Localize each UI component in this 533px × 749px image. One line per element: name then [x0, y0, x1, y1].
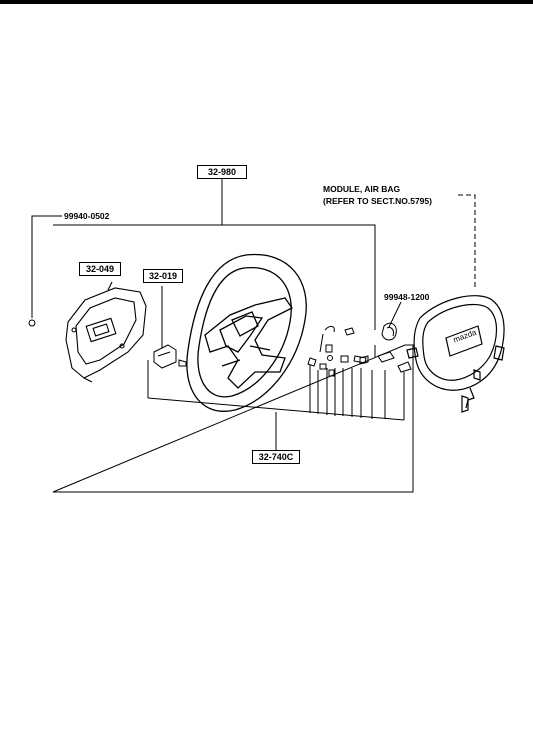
part-number-99940-0502: 99940-0502 — [64, 211, 110, 221]
part-number-32-049: 32-049 — [79, 262, 121, 276]
top-border-rule — [0, 0, 533, 4]
bracket-32-740c — [147, 360, 405, 452]
fastener-parts — [28, 319, 412, 377]
airbag-module-part — [406, 295, 505, 413]
part-number-32-019: 32-019 — [143, 269, 183, 283]
leader-99940-0502 — [31, 215, 62, 318]
switch-part — [153, 286, 187, 369]
part-number-99948-1200: 99948-1200 — [384, 292, 430, 302]
leader-module-airbag — [458, 194, 476, 290]
module-airbag-reference: (REFER TO SECT.NO.5795) — [323, 196, 432, 206]
lower-cover-part — [65, 281, 147, 383]
part-number-32-980: 32-980 — [197, 165, 247, 179]
module-airbag-label: MODULE, AIR BAG — [323, 184, 401, 194]
steering-wheel-part — [186, 253, 307, 412]
assembly-frame — [52, 224, 414, 493]
part-number-32-740c: 32-740C — [252, 450, 300, 464]
